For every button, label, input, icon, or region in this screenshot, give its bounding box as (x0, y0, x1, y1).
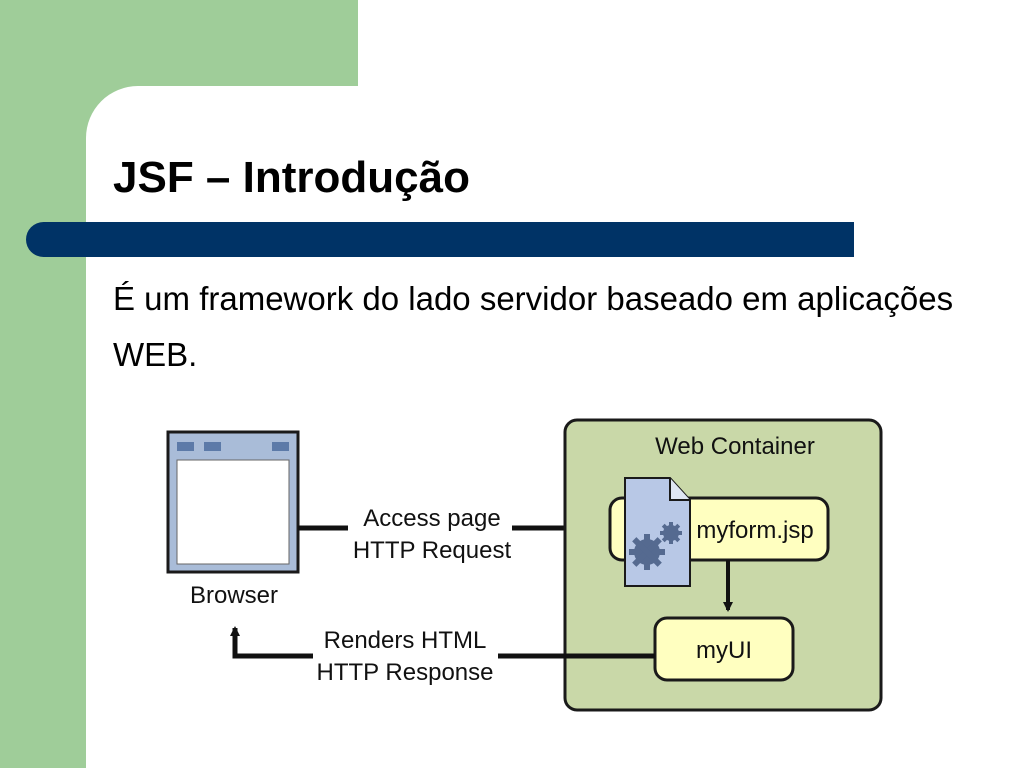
response-label-line2: HTTP Response (317, 659, 494, 686)
browser-window-icon (166, 430, 300, 574)
slide-body-text: É um framework do lado servidor baseado … (113, 280, 954, 373)
myui-label: myUI (696, 637, 752, 664)
request-label-line1: Access page (363, 505, 500, 532)
request-label-line2: HTTP Request (353, 537, 512, 564)
web-container-label: Web Container (655, 433, 815, 460)
myui-box (653, 616, 795, 682)
small-gear-icon (660, 522, 682, 544)
response-label-line1: Renders HTML (324, 627, 487, 654)
response-arrow (230, 626, 313, 659)
slide-title: JSF – Introdução (113, 153, 470, 202)
jsf-request-diagram: Browser Access page HTTP Request Web Con… (166, 418, 883, 712)
browser-label: Browser (190, 582, 278, 609)
title-underline-bar (26, 222, 854, 257)
myform-jsp-label: myform.jsp (696, 517, 813, 544)
gear-icon (629, 534, 665, 570)
